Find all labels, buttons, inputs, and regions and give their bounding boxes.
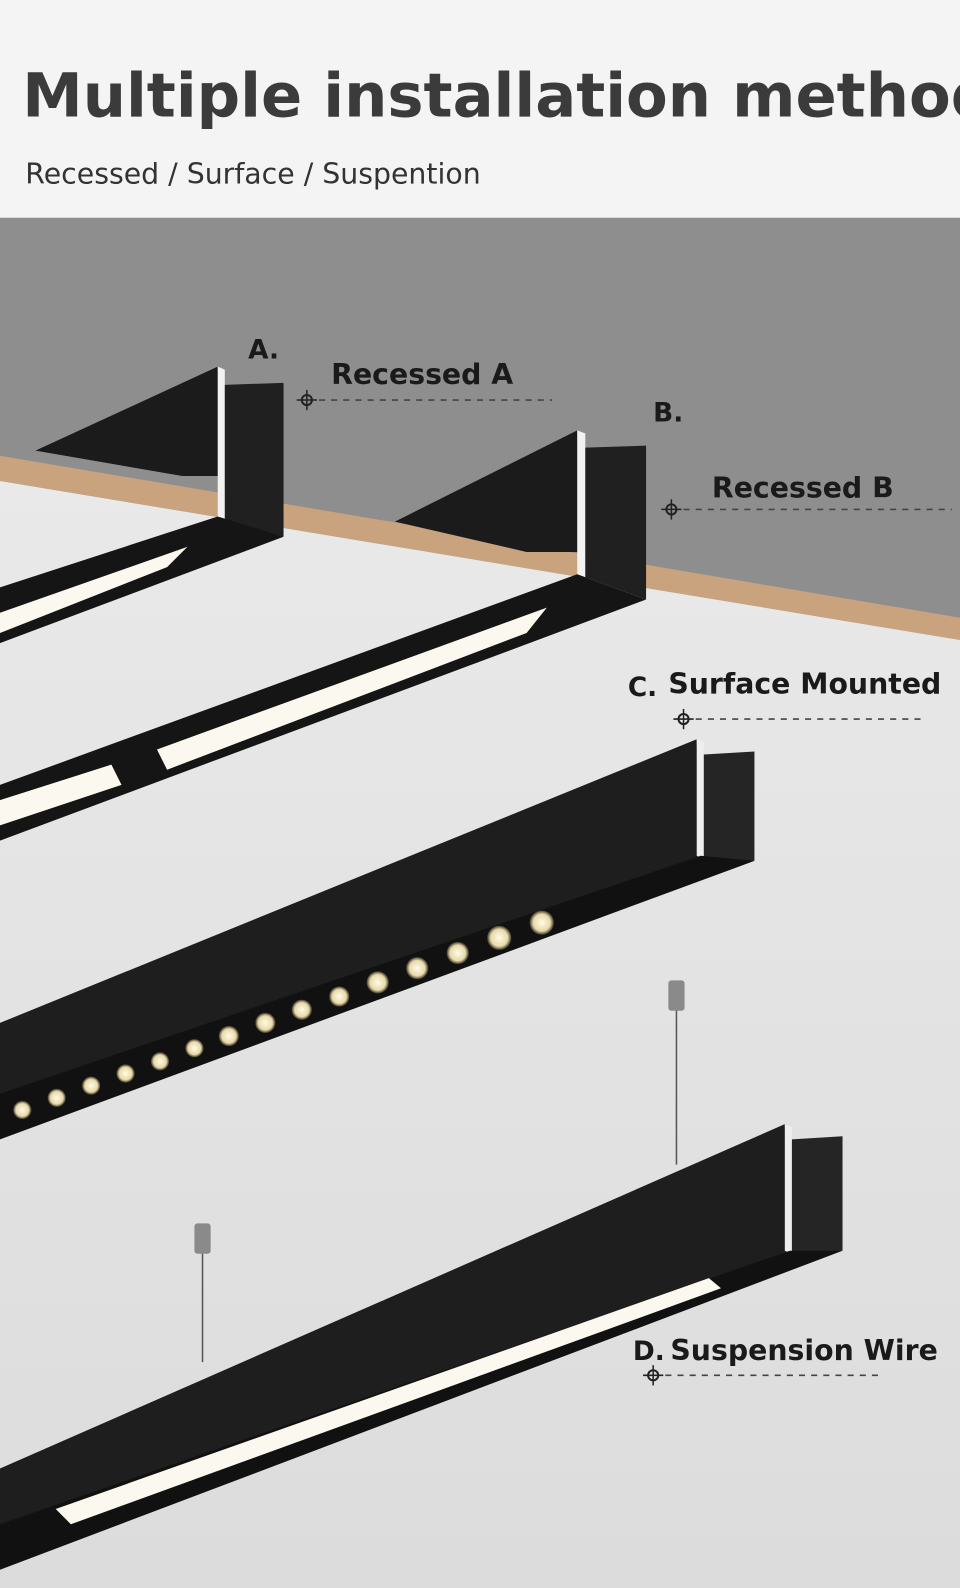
label-letter: D. bbox=[633, 1337, 665, 1367]
page-subtitle: Recessed / Surface / Suspention bbox=[25, 157, 480, 190]
label-recessed-b: B. Recessed B bbox=[653, 398, 952, 520]
suspension-mount bbox=[668, 980, 685, 1011]
led-array bbox=[13, 910, 554, 1120]
suspension-mount bbox=[194, 1223, 211, 1254]
label-surface-mounted: C. Surface Mounted bbox=[628, 668, 941, 730]
label-suspension-wire: D. Suspension Wire bbox=[633, 1334, 938, 1386]
fixture-recessed-a bbox=[0, 366, 284, 644]
label-letter: A. bbox=[248, 336, 279, 366]
label-text: Suspension Wire bbox=[670, 1334, 937, 1367]
fixture-surface-mounted bbox=[0, 739, 755, 1140]
label-text: Surface Mounted bbox=[668, 668, 941, 701]
fixture-recessed-b bbox=[0, 430, 647, 841]
header-background bbox=[0, 0, 960, 218]
label-letter: C. bbox=[628, 673, 657, 703]
label-letter: B. bbox=[653, 398, 683, 428]
label-text: Recessed B bbox=[712, 471, 894, 504]
label-recessed-a: A. Recessed A bbox=[248, 336, 552, 411]
page-title: Multiple installation methods bbox=[22, 61, 960, 131]
label-text: Recessed A bbox=[331, 358, 513, 391]
